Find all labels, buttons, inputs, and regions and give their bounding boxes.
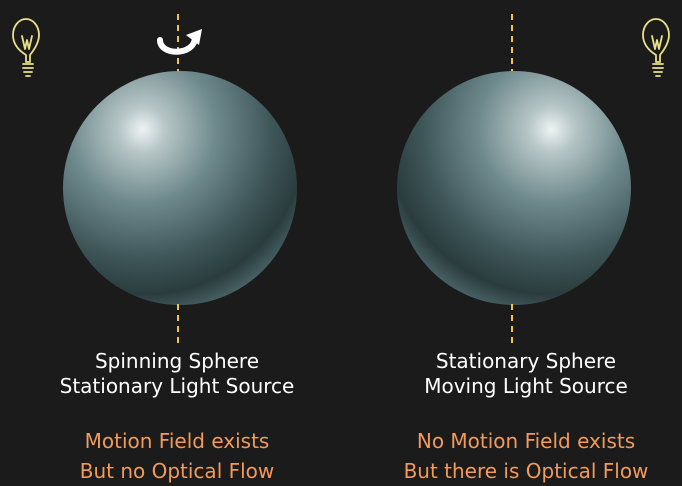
right-light-bulb-icon	[642, 18, 670, 77]
right-caption-line1: Stationary Sphere	[435, 349, 617, 373]
left-sphere-group	[63, 14, 297, 344]
left-light-bulb-icon	[12, 18, 40, 77]
left-note: Motion Field exists But no Optical Flow	[17, 426, 337, 486]
left-note-line2: But no Optical Flow	[79, 459, 275, 483]
right-note-line1: No Motion Field exists	[416, 429, 636, 453]
right-sphere	[397, 71, 631, 305]
right-sphere-group	[397, 14, 631, 344]
right-note-line2: But there is Optical Flow	[403, 459, 649, 483]
left-caption-line1: Spinning Sphere	[94, 349, 260, 373]
left-caption-line2: Stationary Light Source	[59, 374, 295, 398]
right-caption: Stationary Sphere Moving Light Source	[376, 349, 676, 399]
left-note-line1: Motion Field exists	[84, 429, 270, 453]
left-sphere	[63, 71, 297, 305]
right-caption-line2: Moving Light Source	[424, 374, 628, 398]
left-caption: Spinning Sphere Stationary Light Source	[27, 349, 327, 399]
right-note: No Motion Field exists But there is Opti…	[366, 426, 682, 486]
rotate-arrow-icon	[157, 29, 202, 55]
